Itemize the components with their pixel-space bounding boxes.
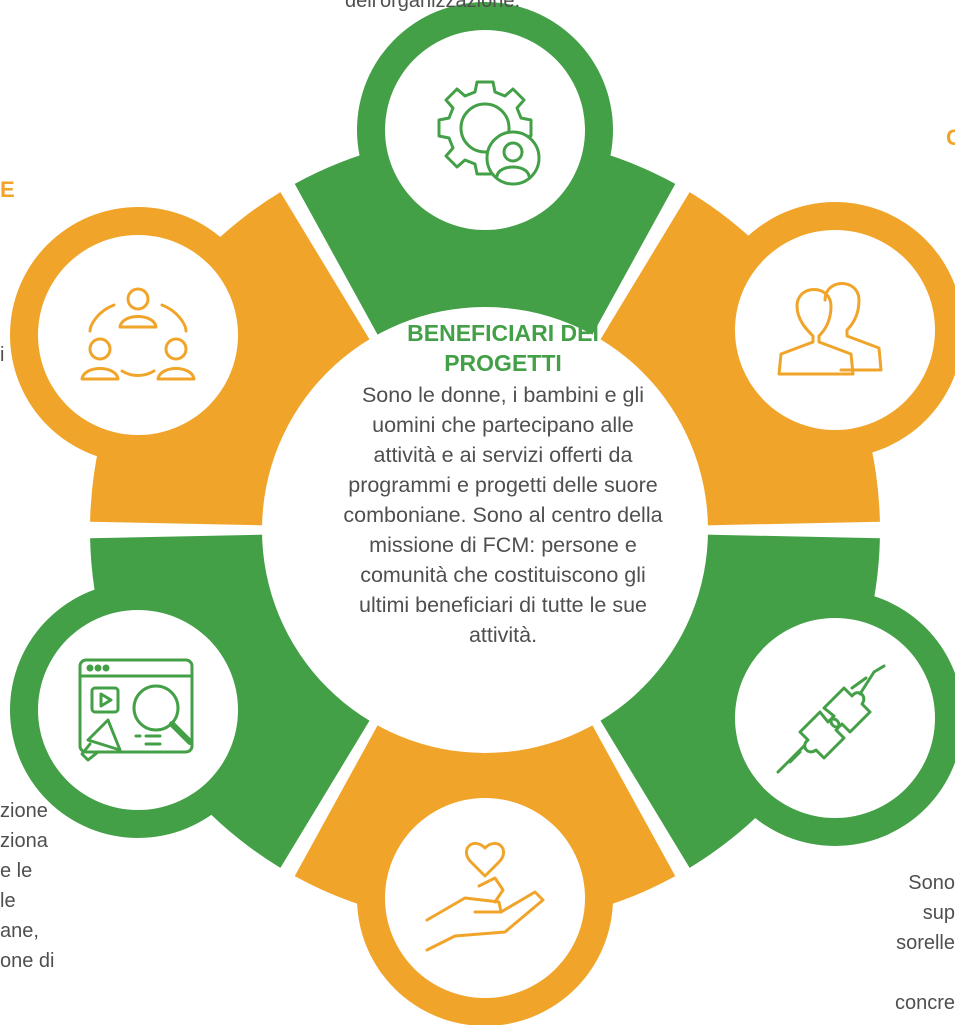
right-heading-fragment: C [946,125,955,150]
center-title: BENEFICIARI DEI PROGETTI [407,320,599,376]
text-line: sup [922,902,955,924]
network-people-icon [80,287,196,381]
node-disc-upper-left [38,235,238,435]
web-search-megaphone-icon [78,658,194,762]
bottom-left-text-fragment: zione ziona e le le ane, one di [0,796,55,976]
gear-person-icon [437,80,541,186]
center-text-block: BENEFICIARI DEI PROGETTI Sono le donne, … [283,318,723,650]
hand-heart-icon [425,841,545,952]
text-line: le [0,890,16,912]
center-disc [262,307,708,753]
text-line: concre [894,992,955,1014]
two-people-icon [777,282,883,376]
left-text-fragment: i [0,344,5,366]
left-heading-fragment: E [0,177,15,202]
text-line: e le [0,860,33,882]
node-disc-top [385,30,585,230]
puzzle-hands-icon [776,664,886,774]
text-line: Sono [908,872,955,894]
text-line: zione [0,800,48,822]
text-line [895,958,955,988]
node-disc-bottom [385,798,585,998]
text-line: one di [0,950,55,972]
node-disc-upper-right [735,230,935,430]
top-fragment-text: dell'organizzazione. [345,0,521,12]
center-description: Sono le donne, i bambini e gli uomini ch… [343,383,663,647]
text-line: ane, [0,920,39,942]
text-line: ziona [0,830,48,852]
text-line: sorelle [896,932,955,954]
bottom-right-text-fragment: Sono sup sorelle concre [895,868,955,1018]
